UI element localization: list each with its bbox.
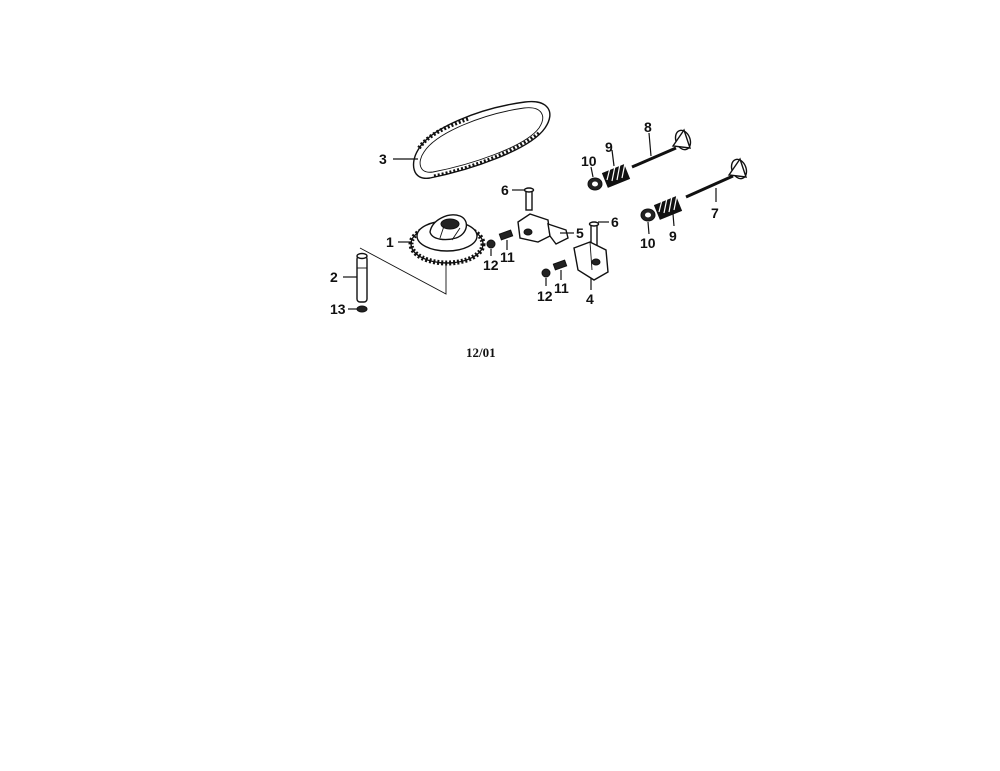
callout-9a: 9 — [605, 139, 613, 155]
date-code: 12/01 — [466, 345, 496, 360]
callout-13: 13 — [330, 301, 346, 317]
adjuster-screw-left — [498, 229, 514, 241]
nut-right — [541, 268, 551, 278]
pivot-bolt-top — [523, 187, 535, 211]
callout-8: 8 — [644, 119, 652, 135]
callout-10b: 10 — [640, 235, 656, 251]
callout-7: 7 — [711, 205, 719, 221]
callout-2: 2 — [330, 269, 338, 285]
shaft-pin — [356, 252, 368, 303]
adjuster-screw-right — [552, 259, 568, 271]
valve-retainer-upper — [587, 177, 603, 191]
intake-valve — [685, 157, 748, 199]
callout-4: 4 — [586, 291, 594, 307]
leader-8 — [648, 132, 652, 157]
leader-9a — [611, 149, 615, 167]
callout-5: 5 — [576, 225, 584, 241]
leader-10b — [647, 221, 650, 235]
callout-3: 3 — [379, 151, 387, 167]
callout-10a: 10 — [581, 153, 597, 169]
callout-11b: 11 — [554, 280, 569, 296]
callout-6b: 6 — [611, 214, 619, 230]
washer — [356, 305, 368, 313]
valve-spring-upper — [601, 162, 631, 188]
leader-10a — [590, 166, 594, 178]
callout-12b: 12 — [537, 288, 553, 304]
callout-12a: 12 — [483, 257, 499, 273]
leader-9b — [672, 213, 675, 227]
exhaust-valve — [631, 128, 692, 169]
callout-9b: 9 — [669, 228, 677, 244]
rocker-arm-intake — [573, 241, 609, 281]
valve-spring-lower — [653, 194, 683, 220]
callout-1: 1 — [386, 234, 394, 250]
callout-6a: 6 — [501, 182, 509, 198]
timing-belt — [412, 100, 551, 179]
valve-retainer-lower — [640, 208, 656, 222]
nut-left — [486, 239, 496, 249]
callout-11a: 11 — [500, 249, 515, 265]
rocker-arm-exhaust — [517, 213, 569, 245]
assembly-bracket-line — [359, 247, 447, 295]
camshaft-pulley — [408, 214, 486, 266]
